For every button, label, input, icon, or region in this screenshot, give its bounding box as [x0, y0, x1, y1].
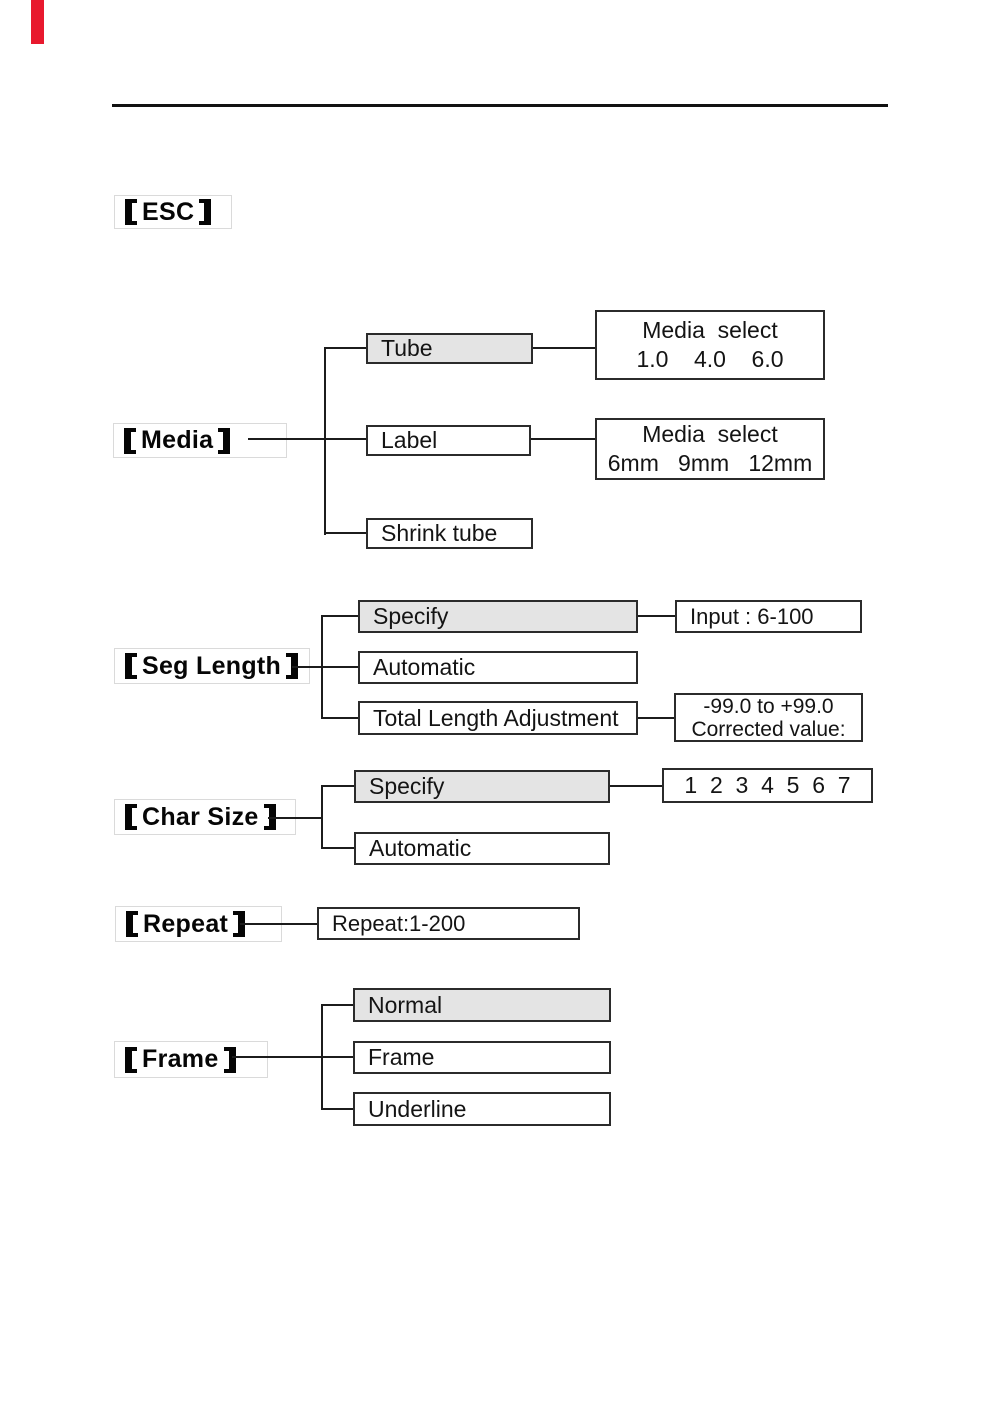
- seg-specify-detail-box: Input : 6-100: [675, 600, 862, 633]
- bracket-right-icon: [199, 199, 212, 225]
- connector-frame-underline: [321, 1108, 354, 1110]
- media-label: Media: [113, 423, 287, 458]
- menu-item-seg-total: Total Length Adjustment: [358, 701, 638, 735]
- seg-total-detail-line2: Corrected value:: [691, 717, 846, 741]
- bracket-left-icon: [125, 1046, 137, 1073]
- esc-label-text: ESC: [142, 197, 195, 226]
- frame-label: Frame: [114, 1041, 268, 1078]
- frame-label-text: Frame: [142, 1045, 219, 1073]
- bracket-left-icon: [125, 804, 137, 830]
- menu-item-char-specify: Specify: [354, 770, 610, 803]
- seg-total-detail-box: -99.0 to +99.0 Corrected value:: [674, 693, 863, 742]
- tube-detail-line2: 1.0 4.0 6.0: [636, 346, 784, 372]
- connector-char-specify: [321, 785, 354, 787]
- bracket-left-icon: [126, 911, 138, 937]
- menu-item-seg-specify: Specify: [358, 600, 638, 633]
- connector-total-detail: [636, 717, 676, 719]
- connector-seg-label: [292, 666, 358, 668]
- bracket-left-icon: [125, 199, 137, 225]
- bracket-left-icon: [125, 653, 137, 679]
- label-detail-line1: Media select: [642, 421, 778, 447]
- connector-seg-total: [321, 717, 358, 719]
- char-sizes-list: 1 2 3 4 5 6 7: [684, 772, 851, 798]
- connector-seg-trunk: [321, 615, 323, 719]
- connector-label-detail: [529, 438, 597, 440]
- menu-item-seg-automatic: Automatic: [358, 651, 638, 684]
- connector-media-tube: [324, 347, 366, 349]
- char-size-label-text: Char Size: [142, 802, 259, 831]
- red-edge-marker: [31, 0, 44, 44]
- menu-item-normal: Normal: [353, 988, 611, 1022]
- menu-item-frame: Frame: [353, 1041, 611, 1074]
- bracket-left-icon: [124, 427, 136, 454]
- media-label-text: Media: [141, 426, 214, 454]
- connector-media-trunk: [324, 347, 326, 535]
- seg-total-detail-line1: -99.0 to +99.0: [703, 694, 834, 718]
- connector-char-label: [268, 817, 323, 819]
- connector-char-digits: [608, 785, 664, 787]
- menu-item-underline: Underline: [353, 1092, 611, 1126]
- label-detail-box: Media select 6mm 9mm 12mm: [595, 418, 825, 480]
- connector-frame-normal: [321, 1004, 354, 1006]
- connector-media-shrink: [324, 532, 366, 534]
- connector-seg-specify: [321, 615, 358, 617]
- repeat-label: Repeat: [115, 906, 282, 942]
- menu-item-shrink-tube: Shrink tube: [366, 518, 533, 549]
- menu-item-label: Label: [366, 425, 531, 456]
- connector-specify-input: [636, 615, 677, 617]
- esc-label: ESC: [114, 195, 232, 229]
- menu-item-tube: Tube: [366, 333, 533, 364]
- bracket-right-icon: [223, 1046, 236, 1073]
- connector-repeat: [240, 923, 317, 925]
- tube-detail-line1: Media select: [642, 317, 778, 343]
- tube-detail-box: Media select 1.0 4.0 6.0: [595, 310, 825, 380]
- connector-char-automatic: [321, 847, 354, 849]
- bracket-right-icon: [218, 427, 231, 454]
- top-rule: [112, 104, 888, 107]
- connector-frame-label: [232, 1056, 354, 1058]
- char-specify-detail-box: 1 2 3 4 5 6 7: [662, 768, 873, 803]
- repeat-label-text: Repeat: [143, 909, 229, 938]
- label-detail-line2: 6mm 9mm 12mm: [607, 450, 813, 476]
- seg-length-label-text: Seg Length: [142, 651, 282, 680]
- connector-media-label: [248, 438, 366, 440]
- connector-tube-detail: [531, 347, 597, 349]
- menu-item-char-automatic: Automatic: [354, 832, 610, 865]
- connector-char-trunk: [321, 785, 323, 849]
- connector-frame-trunk: [321, 1004, 323, 1110]
- seg-length-label: Seg Length: [114, 648, 310, 684]
- repeat-detail-box: Repeat:1-200: [317, 907, 580, 940]
